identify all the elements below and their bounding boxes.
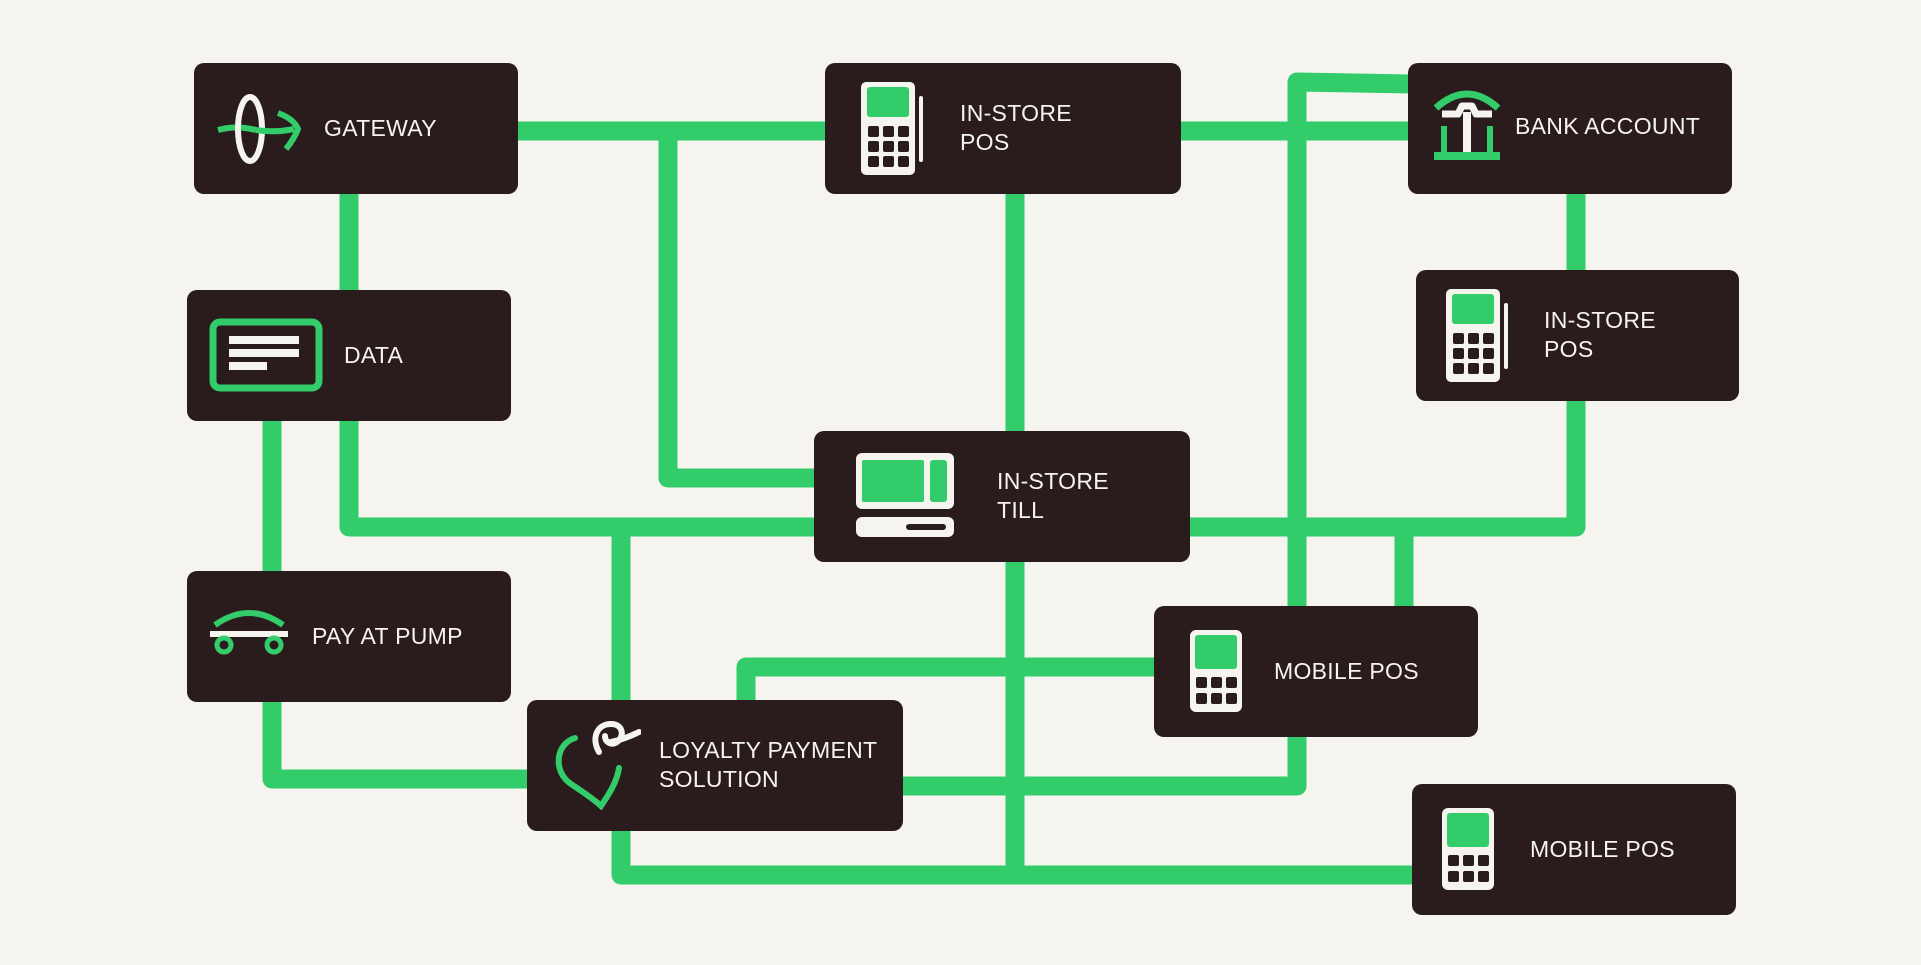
node-loyalty-payment-solution[interactable]: LOYALTY PAYMENT SOLUTION xyxy=(527,700,903,831)
connector-branch-to-till xyxy=(658,131,815,488)
node-in-store-pos-right[interactable]: IN-STORE POS xyxy=(1416,270,1739,401)
node-mobile-pos-mid[interactable]: MOBILE POS xyxy=(1154,606,1478,737)
card-terminal-icon xyxy=(1446,289,1508,382)
connector-data-till xyxy=(339,421,815,537)
connector-pump-loyalty xyxy=(262,701,528,789)
node-mobile-pos-bottom-label: MOBILE POS xyxy=(1530,836,1675,862)
node-in-store-till[interactable]: IN-STORE TILL xyxy=(814,431,1190,562)
node-in-store-pos-top-label: IN-STORE POS xyxy=(960,100,1072,155)
connector-till-right xyxy=(1189,401,1586,537)
node-data-label: DATA xyxy=(344,342,404,368)
connector-bank-outer xyxy=(1287,72,1410,606)
node-in-store-pos-right-label: IN-STORE POS xyxy=(1544,307,1656,362)
card-terminal-icon xyxy=(861,82,923,175)
node-pay-at-pump-label: PAY AT PUMP xyxy=(312,623,463,649)
node-bank-account-label: BANK ACCOUNT xyxy=(1515,113,1701,139)
node-mobile-pos-mid-label: MOBILE POS xyxy=(1274,658,1419,684)
document-lines-icon xyxy=(209,318,323,392)
mobile-terminal-icon xyxy=(1442,808,1494,890)
node-in-store-pos-top[interactable]: IN-STORE POS xyxy=(825,63,1181,194)
fuel-pump-cart-icon xyxy=(210,610,288,655)
node-bank-account[interactable]: BANK ACCOUNT xyxy=(1408,63,1732,194)
connector-loyalty-mobile-mid xyxy=(902,737,1307,796)
connector-mobile-mid-left xyxy=(736,657,1155,701)
node-gateway[interactable]: GATEWAY xyxy=(194,63,518,194)
node-loyalty-payment-solution-label: LOYALTY PAYMENT SOLUTION xyxy=(659,737,878,792)
node-data[interactable]: DATA xyxy=(187,290,511,421)
gateway-ring-arrow-icon xyxy=(217,94,302,164)
heart-leaf-icon xyxy=(555,720,641,810)
connector-loyalty-mobile-bottom xyxy=(611,831,1413,885)
node-pay-at-pump[interactable]: PAY AT PUMP xyxy=(187,571,511,702)
node-in-store-till-label: IN-STORE TILL xyxy=(997,468,1109,523)
cash-register-icon xyxy=(856,453,954,537)
mobile-terminal-icon xyxy=(1190,630,1242,712)
bank-building-icon xyxy=(1433,90,1501,160)
node-mobile-pos-bottom[interactable]: MOBILE POS xyxy=(1412,784,1736,915)
node-gateway-label: GATEWAY xyxy=(324,115,437,141)
